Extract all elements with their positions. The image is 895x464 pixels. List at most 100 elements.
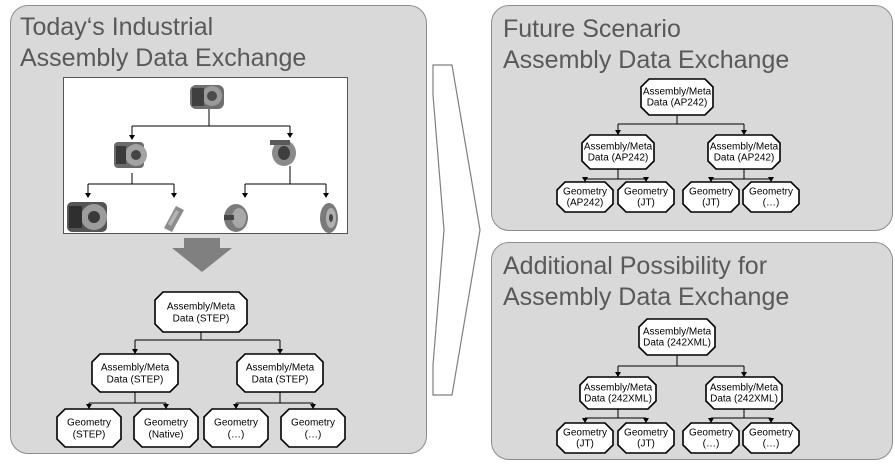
arrowhead-icon	[643, 177, 649, 182]
leaf-node-2: Geometry(JT)	[617, 181, 675, 213]
arrowhead-icon	[582, 418, 588, 423]
root-node-shape	[638, 318, 716, 356]
product-structure-diagram	[67, 85, 338, 233]
arrowhead-icon	[708, 418, 714, 423]
mid-node-right-shape	[236, 353, 324, 393]
title-line-1: Additional Possibility for	[503, 252, 768, 280]
arrowhead-icon	[132, 349, 138, 354]
leaf-node-1-shape	[556, 181, 614, 213]
mid-node-left-shape	[579, 376, 657, 410]
leaf-node-4-label-line-2: (…)	[763, 198, 780, 209]
leaf-node-2-label-line-2: (Native)	[148, 430, 183, 441]
disc-wheel-icon	[224, 204, 248, 232]
root-node-shape	[154, 291, 248, 333]
arrowhead-icon	[741, 130, 747, 135]
leaf-node-2: Geometry(JT)	[617, 422, 675, 454]
leaf-node-2-shape	[133, 408, 199, 448]
leaf-node-3-shape	[682, 422, 740, 454]
leaf-node-3-label-line-2: (JT)	[702, 198, 720, 209]
mid-node-left-label-line-2: Data (STEP)	[107, 375, 164, 386]
title-line-2: Assembly Data Exchange	[503, 283, 790, 311]
leaf-node-2-label-line-2: (JT)	[637, 439, 655, 450]
mid-node-right-label-line-1: Assembly/Meta	[246, 363, 315, 374]
mid-node-right-label-line-2: Data (STEP)	[252, 375, 309, 386]
arrowhead-icon	[615, 130, 621, 135]
title-line-1: Today‘s Industrial	[20, 13, 214, 41]
panel-title-additional: Additional Possibility for Assembly Data…	[503, 251, 789, 313]
leaf-node-2-label-line-1: Geometry	[144, 418, 188, 429]
pulley-assembly-icon	[270, 140, 296, 166]
mid-node-left-label-line-2: Data (AP242)	[588, 153, 649, 164]
leaf-node-3-label-line-1: Geometry	[689, 428, 733, 439]
leaf-node-1: Geometry(STEP)	[56, 408, 122, 448]
arrowhead-icon	[643, 418, 649, 423]
leaf-node-4-shape	[280, 408, 346, 448]
engine-assembly-icon	[190, 85, 224, 109]
leaf-node-3-label-line-1: Geometry	[689, 187, 733, 198]
leaf-node-2-label-line-1: Geometry	[624, 428, 668, 439]
transition-chevron-icon	[432, 64, 481, 396]
arrowhead-icon	[86, 404, 92, 409]
leaf-node-1: Geometry(AP242)	[556, 181, 614, 213]
panel-title-todays: Today‘s Industrial Assembly Data Exchang…	[20, 12, 306, 74]
leaf-node-1-label-line-1: Geometry	[563, 187, 607, 198]
leaf-node-2-label-line-2: (JT)	[637, 198, 655, 209]
panel-title-future: Future Scenario Assembly Data Exchange	[503, 14, 789, 76]
arrowhead-icon	[233, 404, 239, 409]
mid-node-left-label-line-2: Data (242XML)	[584, 394, 652, 405]
root-node-label-line-2: Data (STEP)	[173, 314, 230, 325]
mid-node-right-label-line-2: Data (AP242)	[714, 153, 775, 164]
mid-node-right-shape	[705, 376, 783, 410]
mid-node-left-label-line-1: Assembly/Meta	[584, 142, 653, 153]
arrowhead-icon	[768, 418, 774, 423]
leaf-node-1: Geometry(JT)	[556, 422, 614, 454]
leaf-node-4-label-line-1: Geometry	[749, 187, 793, 198]
leaf-node-4-shape	[742, 422, 800, 454]
leaf-node-1-label-line-1: Geometry	[67, 418, 111, 429]
down-arrow-icon	[172, 238, 232, 272]
leaf-node-4: Geometry(…)	[742, 181, 800, 213]
root-node-label-line-1: Assembly/Meta	[167, 302, 236, 313]
root-node-shape	[640, 78, 714, 116]
flywheel-icon	[320, 203, 338, 233]
leaf-node-4-label-line-2: (…)	[305, 430, 322, 441]
engine-housing-icon	[67, 202, 107, 232]
leaf-node-2-label-line-1: Geometry	[624, 187, 668, 198]
arrowhead-icon	[741, 372, 747, 377]
root-node-label-line-1: Assembly/Meta	[643, 327, 712, 338]
leaf-node-3-label-line-1: Geometry	[214, 418, 258, 429]
title-line-2: Assembly Data Exchange	[20, 44, 307, 72]
leaf-node-3: Geometry(…)	[682, 422, 740, 454]
product-structure-image	[63, 77, 348, 234]
leaf-node-1-label-line-2: (STEP)	[73, 430, 106, 441]
leaf-node-3: Geometry(JT)	[682, 181, 740, 213]
mid-node-left-shape	[581, 134, 655, 170]
leaf-node-1-label-line-1: Geometry	[563, 428, 607, 439]
leaf-node-4-label-line-1: Geometry	[749, 428, 793, 439]
arrowhead-icon	[277, 349, 283, 354]
small-part-icon	[164, 206, 184, 232]
mid-node-left-label-line-1: Assembly/Meta	[584, 383, 653, 394]
arrowhead-icon	[310, 404, 316, 409]
root-node-label-line-2: Data (242XML)	[643, 338, 711, 349]
leaf-node-1-shape	[556, 422, 614, 454]
root-node-label-line-1: Assembly/Meta	[643, 87, 712, 98]
leaf-node-3-shape	[203, 408, 269, 448]
root-node-label-line-2: Data (AP242)	[647, 98, 708, 109]
mid-node-left-label-line-1: Assembly/Meta	[101, 363, 170, 374]
leaf-node-3-shape	[682, 181, 740, 213]
mid-node-right-shape	[707, 134, 781, 170]
arrowhead-icon	[708, 177, 714, 182]
mid-node-right-label-line-2: Data (242XML)	[710, 394, 778, 405]
leaf-node-2-shape	[617, 422, 675, 454]
